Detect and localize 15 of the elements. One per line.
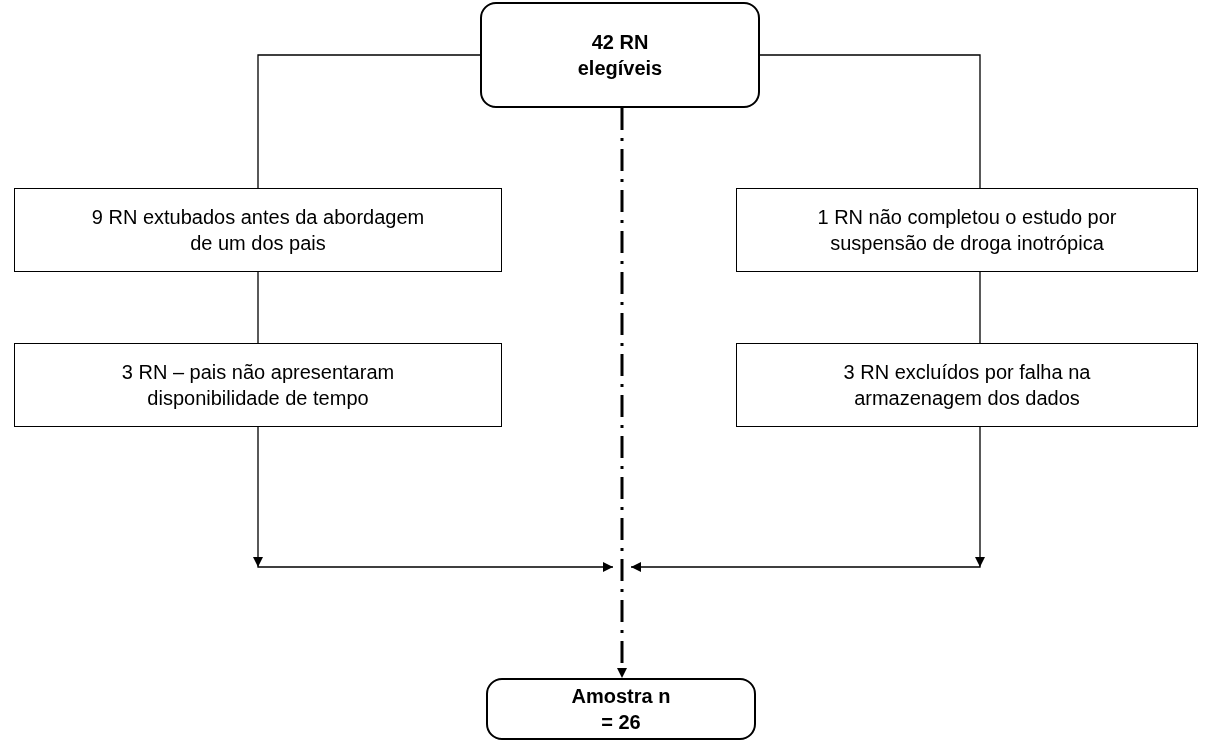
box-text: 9 RN extubados antes da abordagem de um dos pais	[90, 205, 426, 256]
connector-arrow	[617, 108, 627, 678]
box-text: Amostra n = 26	[570, 684, 672, 735]
process-box	[14, 343, 502, 427]
terminal-box	[480, 2, 760, 108]
process-box	[736, 188, 1198, 272]
process-box	[14, 188, 502, 272]
box-text: 42 RN elegíveis	[576, 30, 664, 81]
connector-arrow	[630, 426, 985, 572]
connector-arrow	[253, 426, 614, 572]
box-text: 3 RN – pais não apresentaram disponibilidade de tempo	[120, 360, 396, 411]
process-box	[736, 343, 1198, 427]
terminal-box	[486, 678, 756, 740]
box-text: 1 RN não completou o estudo por suspensão de droga inotrópica	[816, 205, 1118, 256]
box-text: 3 RN excluídos por falha na armazenagem dos dados	[842, 360, 1092, 411]
